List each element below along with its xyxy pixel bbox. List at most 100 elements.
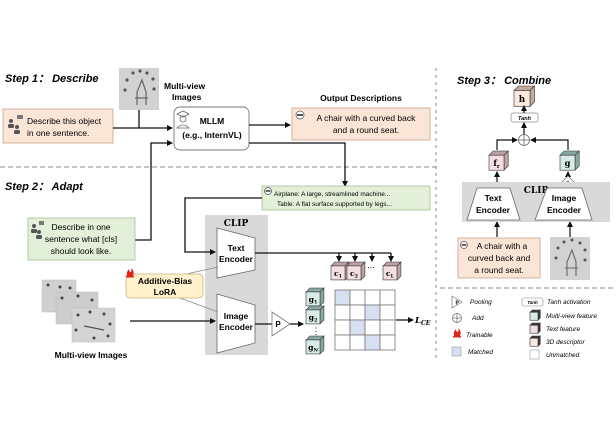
step2-connectors [130,197,414,327]
lora-box: Additive-Bias LoRA [125,266,219,313]
matrix-cell-matched [334,289,351,306]
step1-multiview-label-1: Multi-view [164,81,205,91]
image-feature-cube-main: g [308,343,314,352]
step3-caption-box: A chair with a curved back and a round s… [457,237,541,279]
class-description-table: Table: A flat surface supported by legs.… [277,201,392,208]
image-encoder-step2: Image Encoder [216,293,256,354]
output-description-line-2: and a round seat. [333,125,399,135]
matrix-cell-unmatched [379,304,396,321]
text-feature-cube-label: cL [386,269,395,280]
matrix-cell-matched [349,319,366,336]
step2-prompt-line-1: Describe in one [51,222,110,232]
matrix-cell-unmatched [364,289,381,306]
matrix-cell-unmatched [349,334,366,351]
matrix-cell-matched [364,304,381,321]
text-feature-cube-sub: r [497,164,500,170]
pooling-step2: P [271,311,291,337]
legend-text-feature-label: Text feature [546,326,580,333]
step3-caption-line-3: a round seat. [474,265,524,275]
legend-cubes [529,309,541,347]
step3-multiview-thumbnail [550,237,590,280]
loss-main: L [414,316,421,326]
legend-descriptor-label: 3D descriptor [546,339,585,346]
step2-prompt-box: Describe in one sentence what [cls] shou… [27,217,136,261]
robot-face-icon [460,241,468,249]
descriptor-cube-label: h [519,95,526,105]
image-feature-vdots: ⋮ [312,326,321,336]
image-feature-cube-label: g [565,158,571,168]
mllm-example: (e.g., InternVL) [182,130,242,140]
matrix-cell-unmatched [379,334,396,351]
legend-unmatched: Unmatched [529,349,580,360]
image-feature-cube-label: g2 [309,313,318,324]
text-feature-cube-main: c [334,269,339,278]
text-feature-cube-sub: L [391,274,395,280]
step1-prompt-box: Describe this object in one sentence. [2,108,114,144]
legend-pooling-label: Pooling [470,299,492,306]
image-feature-cube-sub: 2 [314,318,317,324]
text-encoder-label-1: Text [228,243,245,253]
text-feature-ellipsis: ⋯ [367,263,375,272]
legend-trainable: Trainable [453,328,493,339]
graduate-icon [176,110,190,129]
text-feature-cube: c2 [346,261,366,281]
text-feature-cube: c1 [330,261,350,281]
legend-add-label: Add [471,315,484,322]
text-encoder-label-2: Encoder [219,254,254,264]
text-feature-cube-main: f [493,158,497,168]
pooling-label: P [275,320,281,329]
legend-pooling-glyph: P [456,301,460,307]
legend-tanh-glyph: Tanh [527,300,538,305]
flame-icon [126,268,134,278]
output-description-line-1: A chair with a curved back [317,113,416,123]
step1-multiview-thumbnail [119,68,159,110]
robot-face-icon [295,110,305,120]
image-feature-cube: gN [305,335,325,355]
step1-title: Step 1： Describe [5,73,99,85]
text-feature-cube-main: c [386,269,391,278]
step3-connectors [494,105,573,237]
image-feature-cube-label: g1 [309,295,318,306]
text-feature-cube: cL [382,261,402,281]
legend-matched-label: Matched [468,349,493,356]
legend-tanh: Tanh Tanh activation [521,297,591,307]
image-feature-cube-g: g [559,150,580,171]
text-encoder-step3-label-2: Encoder [476,205,511,215]
lora-label-2: LoRA [154,287,177,297]
loss-label: LCE [414,316,431,327]
mllm-label: MLLM [200,116,225,126]
tanh-box-step3: Tanh [510,112,539,123]
mllm-box: MLLM (e.g., InternVL) [173,106,250,151]
legend-multiview-feature-label: Multi-view feature [546,313,597,320]
image-encoder-label-1: Image [224,311,249,321]
descriptor-cube-main: h [519,95,526,105]
step3-caption-line-2: curved back and [468,253,531,263]
image-feature-cube: g2 [305,305,325,325]
image-feature-cube-label: gN [308,343,318,354]
step2-title: Step 2： Adapt [5,181,84,193]
matrix-cell-unmatched [379,289,396,306]
step3-title: Step 3： Combine [457,75,551,87]
output-descriptions-title: Output Descriptions [320,93,402,103]
image-encoder-label-2: Encoder [219,322,254,332]
text-feature-cube-label: c2 [350,269,358,280]
matrix-cell-unmatched [379,319,396,336]
legend: P Pooling Add Trainable Matched Tanh Tan… [451,295,597,360]
legend-text-feature-cube [529,322,541,334]
users-icon [8,115,23,134]
legend-trainable-label: Trainable [466,332,493,339]
output-description-box: A chair with a curved back and a round s… [291,107,431,141]
step1-prompt-line-2: in one sentence. [27,128,89,138]
legend-multiview-feature-cube [529,309,541,321]
legend-pooling: P Pooling [451,295,492,309]
step2-multiview-label: Multi-view Images [55,350,128,360]
text-feature-cube-sub: 2 [355,274,358,280]
text-feature-cube: fr [488,150,509,171]
tanh-label: Tanh [518,116,532,122]
text-encoder-step2: Text Encoder [216,227,256,279]
matrix-cell-unmatched [364,319,381,336]
image-feature-cube-sub: N [313,348,318,354]
step1-prompt-line-1: Describe this object [27,116,102,126]
